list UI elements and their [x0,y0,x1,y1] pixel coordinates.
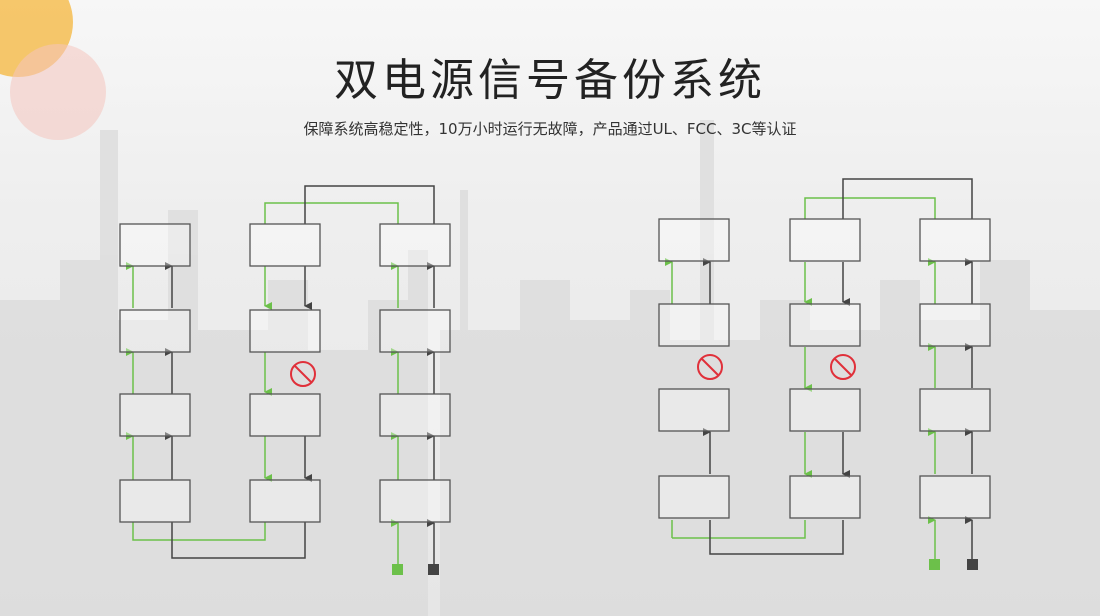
box [789,388,861,432]
gray-power-source-icon [428,564,439,575]
green-power-source-icon [929,559,940,570]
page-title: 双电源信号备份系统 [334,55,766,106]
box [379,223,451,267]
box [789,218,861,262]
right-boxes [658,218,991,519]
box [249,309,321,353]
box [658,303,730,347]
right-gray-path [703,178,973,561]
box [658,218,730,262]
fault-icon [290,361,316,387]
box [789,303,861,347]
box [249,479,321,523]
box [379,309,451,353]
left-gray-path [165,185,435,565]
box [119,479,191,523]
green-power-source-icon [392,564,403,575]
left-green-path [126,202,399,565]
box [919,475,991,519]
box [789,475,861,519]
diagram-right [658,178,991,570]
fault-icon [697,354,723,380]
box [119,223,191,267]
page-subtitle: 保障系统高稳定性，10万小时运行无故障，产品通过UL、FCC、3C等认证 [303,120,797,138]
box [119,309,191,353]
gray-power-source-icon [967,559,978,570]
box [119,393,191,437]
fault-icon [830,354,856,380]
box [919,388,991,432]
diagram-left [119,185,451,575]
box [249,223,321,267]
left-boxes [119,223,451,523]
box [379,393,451,437]
box [658,475,730,519]
box [658,388,730,432]
accent-circle-pink [10,44,106,140]
box [919,218,991,262]
box [919,303,991,347]
box [249,393,321,437]
box [379,479,451,523]
right-green-path [665,197,936,561]
